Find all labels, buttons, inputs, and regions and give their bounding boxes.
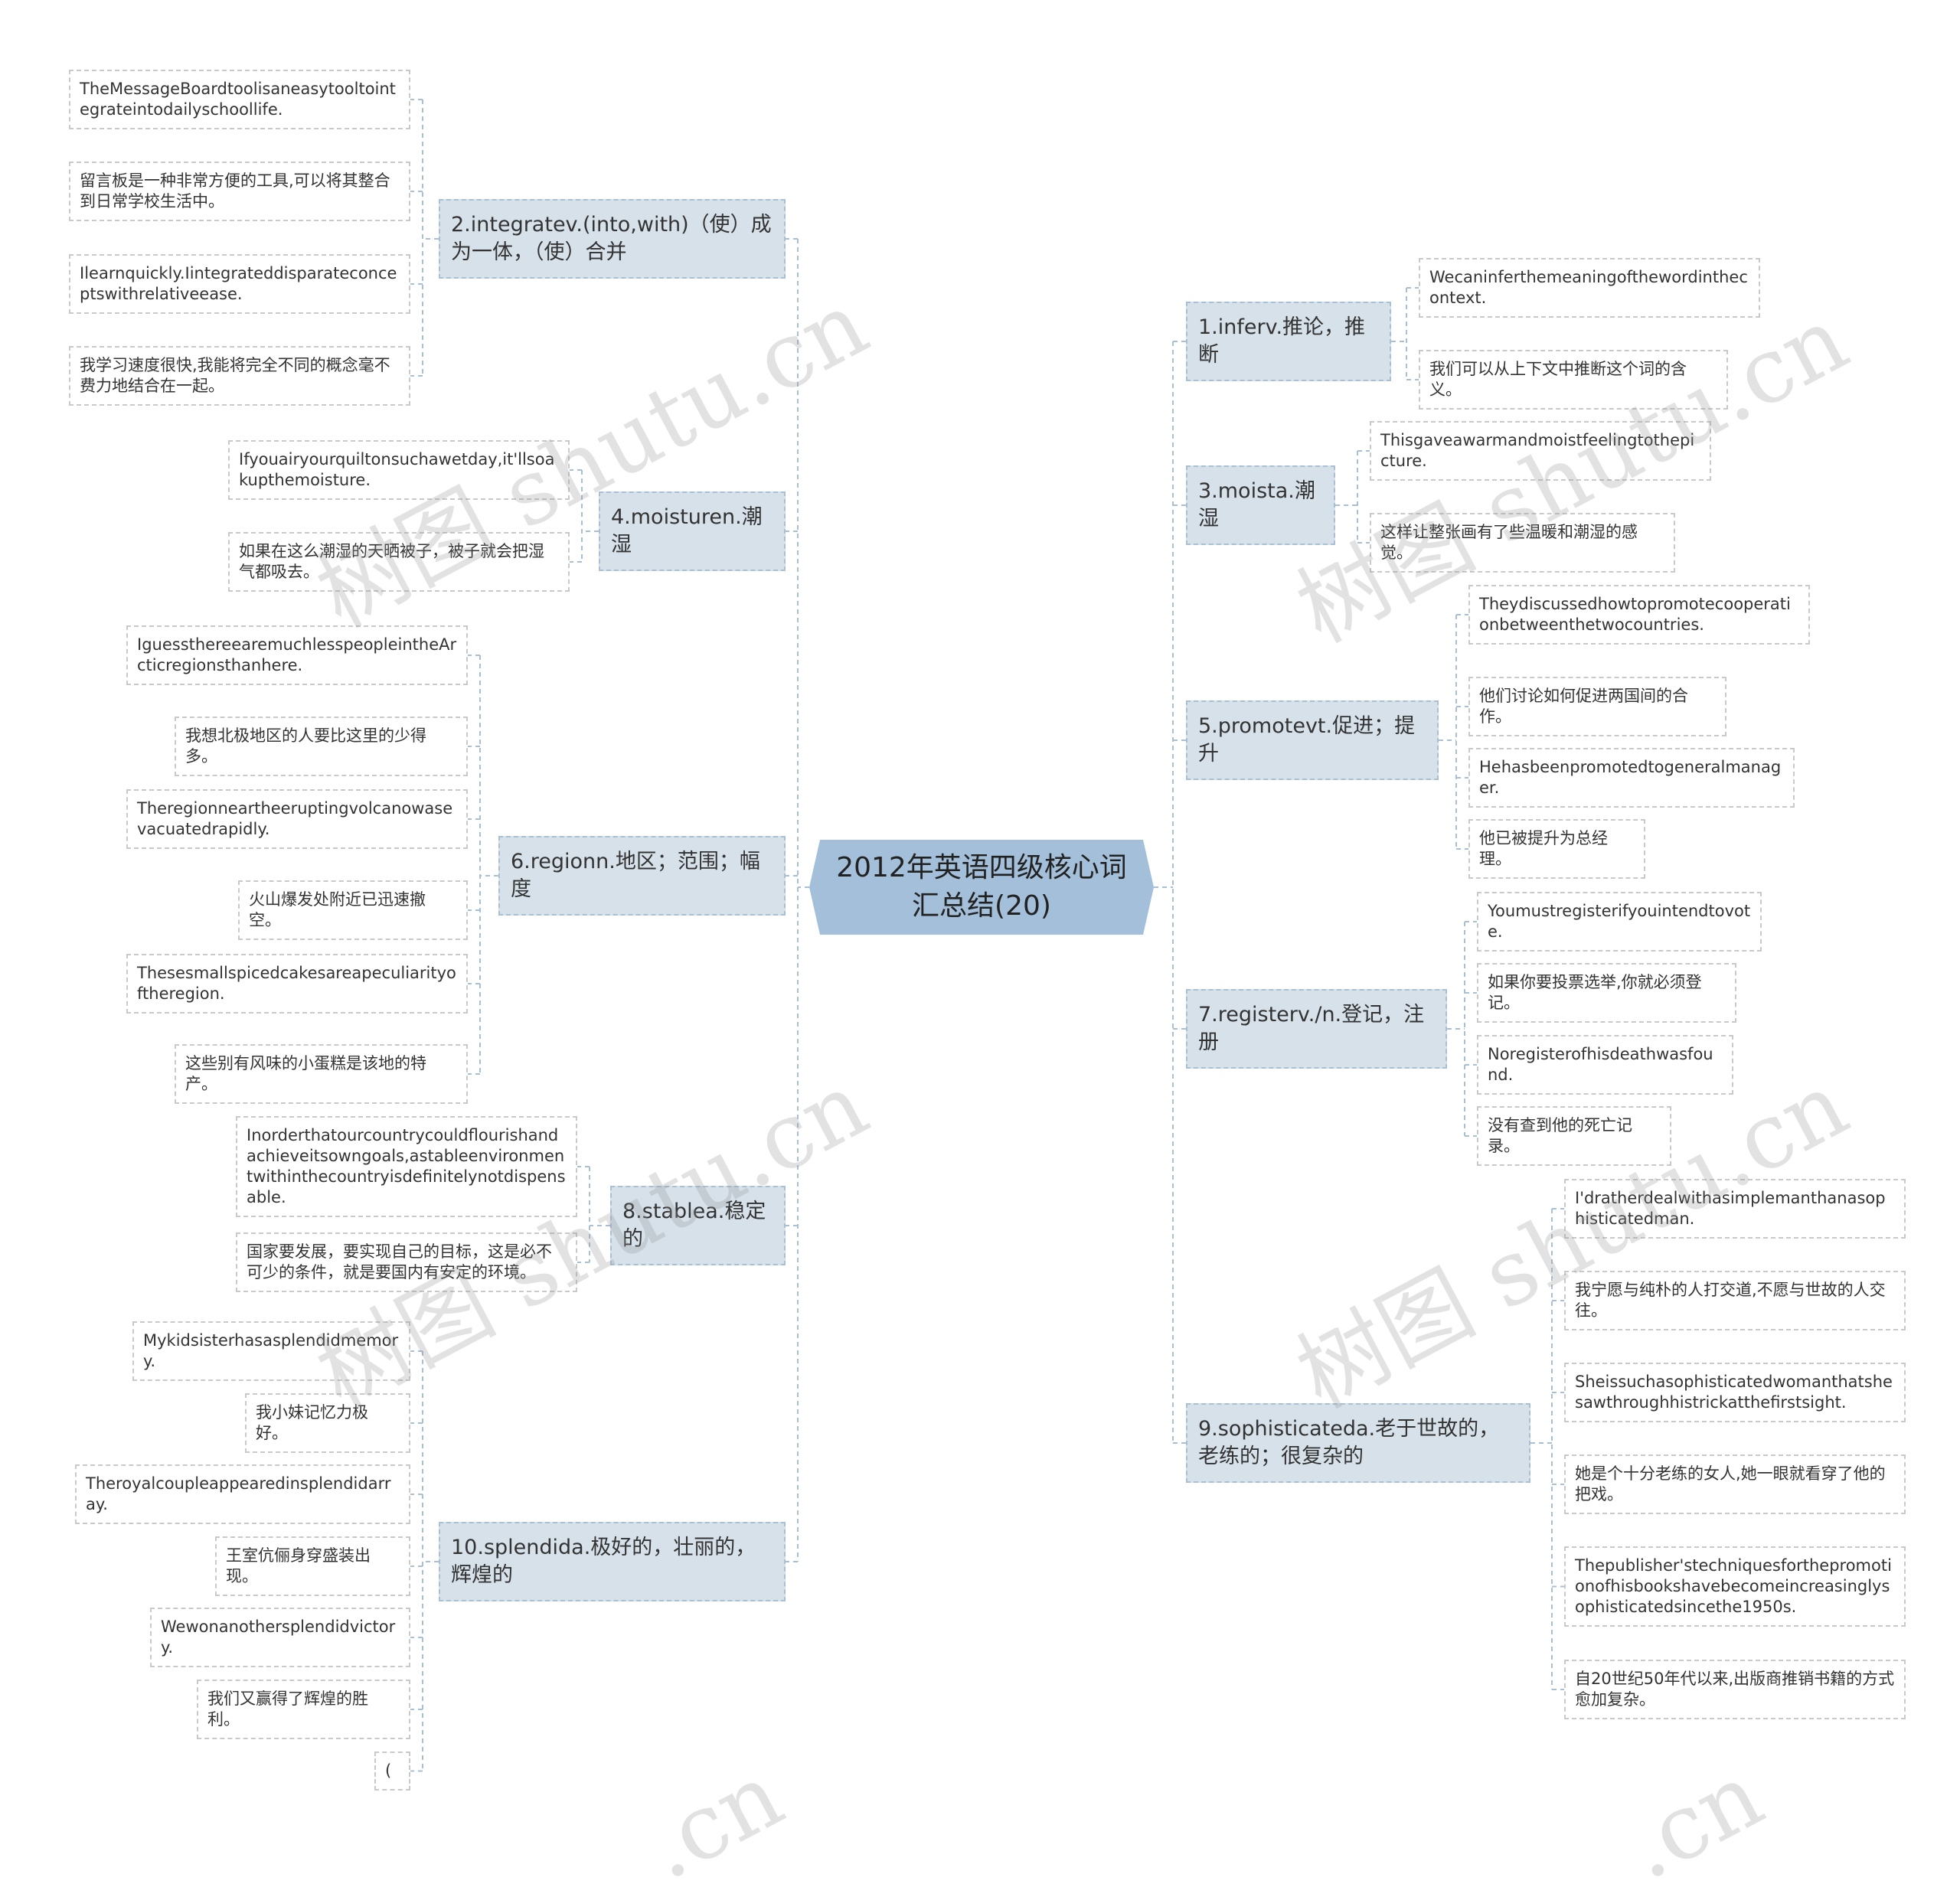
leaf-example-zh: 王室伉俪身穿盛装出现。 — [215, 1536, 410, 1596]
leaf-example-en: Ilearnquickly.Iintegrateddisparateconcep… — [69, 254, 410, 314]
leaf-example-zh: 如果在这么潮湿的天晒被子，被子就会把湿气都吸去。 — [228, 532, 570, 592]
leaf-example-zh: 他已被提升为总经理。 — [1468, 819, 1645, 879]
leaf-example-zh: 留言板是一种非常方便的工具,可以将其整合到日常学校生活中。 — [69, 162, 410, 221]
topic-sophisticated[interactable]: 9.sophisticateda.老于世故的，老练的；很复杂的 — [1186, 1403, 1530, 1483]
leaf-example-en: Theroyalcoupleappearedinsplendidarray. — [75, 1464, 410, 1524]
leaf-example-en: IguessthereearemuchlesspeopleintheArctic… — [126, 625, 468, 685]
topic-stable[interactable]: 8.stablea.稳定的 — [610, 1186, 786, 1265]
leaf-example-zh: 这些别有风味的小蛋糕是该地的特产。 — [175, 1044, 468, 1104]
leaf-example-en: TheMessageBoardtoolisaneasytooltointegra… — [69, 70, 410, 129]
leaf-example-zh: 没有查到他的死亡记录。 — [1477, 1106, 1671, 1166]
leaf-example-zh: 我们又赢得了辉煌的胜利。 — [197, 1680, 410, 1739]
leaf-example-zh: 我小妹记忆力极好。 — [245, 1393, 410, 1453]
topic-register[interactable]: 7.registerv./n.登记，注册 — [1186, 989, 1447, 1069]
leaf-example-en: Inorderthatourcountrycouldflourishandach… — [236, 1116, 577, 1217]
leaf-example-zh: 他们讨论如何促进两国间的合作。 — [1468, 677, 1726, 736]
leaf-example-en: Youmustregisterifyouintendtovote. — [1477, 892, 1762, 952]
leaf-example-en: Mykidsisterhasasplendidmemory. — [132, 1321, 410, 1381]
leaf-example-en: Theregionneartheeruptingvolcanowasevacua… — [126, 789, 468, 849]
connector-lines — [410, 99, 1564, 1772]
topic-region[interactable]: 6.regionn.地区；范围；幅度 — [498, 836, 786, 916]
leaf-example-en: Theydiscussedhowtopromotecooperationbetw… — [1468, 585, 1810, 645]
leaf-example-zh: 她是个十分老练的女人,她一眼就看穿了他的把戏。 — [1564, 1454, 1906, 1514]
leaf-example-en: Sheissuchasophisticatedwomanthatshesawth… — [1564, 1363, 1906, 1422]
leaf-example-en: Thisgaveawarmandmoistfeelingtothepicture… — [1370, 421, 1711, 481]
leaf-example-en: Thesesmallspicedcakesareapeculiarityofth… — [126, 954, 468, 1014]
leaf-example-en: I'dratherdealwithasimplemanthanasophisti… — [1564, 1179, 1906, 1239]
leaf-example-en: Thepublisher'stechniquesforthepromotiono… — [1564, 1546, 1906, 1627]
leaf-example-zh: 国家要发展，要实现自己的目标，这是必不可少的条件，就是要国内有安定的环境。 — [236, 1232, 577, 1292]
leaf-example-zh: 我想北极地区的人要比这里的少得多。 — [175, 717, 468, 776]
leaf-example-en: Ifyouairyourquiltonsuchawetday,it'llsoak… — [228, 440, 570, 500]
leaf-example-en: Wecaninferthemeaningofthewordinthecontex… — [1419, 258, 1760, 318]
leaf-example-en: Wewonanothersplendidvictory. — [150, 1608, 410, 1667]
leaf-example-zh: 这样让整张画有了些温暖和潮湿的感觉。 — [1370, 513, 1675, 573]
leaf-example-zh: 我宁愿与纯朴的人打交道,不愿与世故的人交往。 — [1564, 1271, 1906, 1330]
topic-moist[interactable]: 3.moista.潮湿 — [1186, 465, 1335, 545]
leaf-truncated: ( — [374, 1751, 410, 1791]
leaf-example-zh: 自20世纪50年代以来,出版商推销书籍的方式愈加复杂。 — [1564, 1660, 1906, 1719]
central-topic[interactable]: 2012年英语四级核心词汇总结(20) — [809, 840, 1154, 935]
leaf-example-en: Hehasbeenpromotedtogeneralmanager. — [1468, 748, 1795, 808]
leaf-example-zh: 火山爆发处附近已迅速撤空。 — [238, 880, 468, 940]
leaf-example-zh: 我学习速度很快,我能将完全不同的概念毫不费力地结合在一起。 — [69, 346, 410, 406]
topic-promote[interactable]: 5.promotevt.促进；提升 — [1186, 700, 1439, 780]
leaf-example-zh: 如果你要投票选举,你就必须登记。 — [1477, 963, 1736, 1023]
leaf-example-en: Noregisterofhisdeathwasfound. — [1477, 1035, 1733, 1095]
topic-integrate[interactable]: 2.integratev.(into,with)（使）成为一体，（使）合并 — [439, 199, 786, 279]
leaf-example-zh: 我们可以从上下文中推断这个词的含义。 — [1419, 350, 1728, 410]
topic-infer[interactable]: 1.inferv.推论，推断 — [1186, 302, 1391, 381]
topic-splendid[interactable]: 10.splendida.极好的，壮丽的，辉煌的 — [439, 1522, 786, 1601]
topic-moisture[interactable]: 4.moisturen.潮湿 — [599, 491, 786, 571]
